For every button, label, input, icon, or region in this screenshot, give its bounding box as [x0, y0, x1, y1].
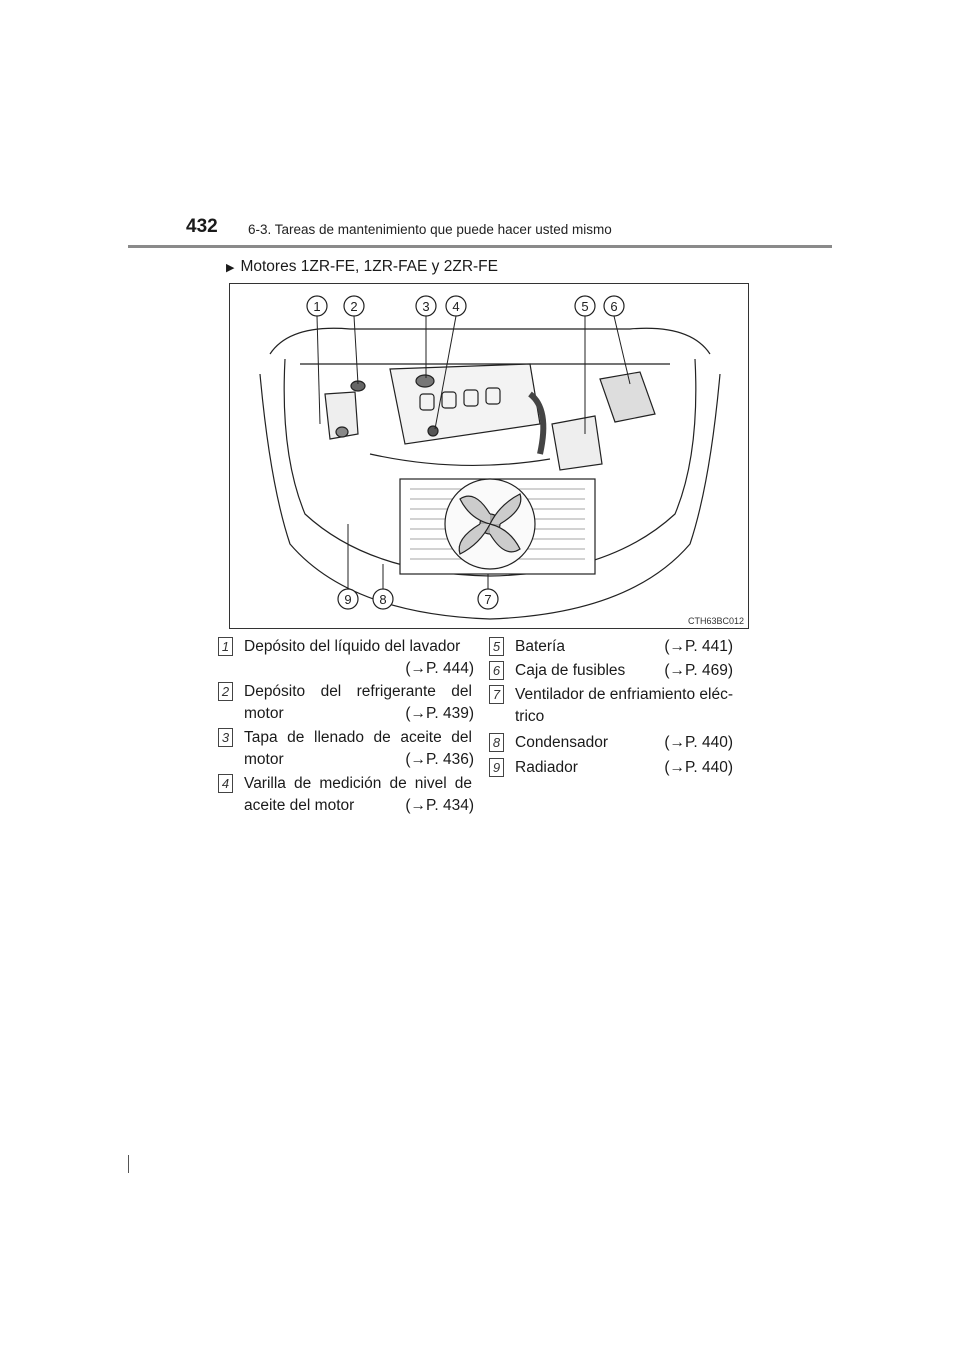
page-ref: (→P. 434): [405, 797, 474, 814]
item-text: Varilla de medición de nivel de aceite d…: [244, 775, 472, 814]
section-title: 6-3. Tareas de mantenimiento que puede h…: [248, 222, 612, 237]
item-number: 3: [218, 728, 233, 747]
oil-dipstick: [427, 425, 439, 437]
item-number: 9: [489, 758, 504, 777]
oil-filler-cap: [415, 374, 435, 388]
callout-7: 7: [484, 592, 491, 607]
list-item: 5 Batería (→P. 441): [489, 636, 733, 658]
callout-5: 5: [581, 299, 588, 314]
list-item: 2 Depósito del refrigerante del motor (→…: [218, 681, 474, 725]
item-number: 1: [218, 637, 233, 656]
callouts-top: [306, 295, 625, 610]
item-text: Depósito del refrigerante del motor: [244, 683, 472, 722]
callout-8: 8: [379, 592, 386, 607]
item-number: 4: [218, 774, 233, 793]
page-ref: (→P. 444): [405, 660, 474, 677]
list-item: 3 Tapa de llenado de aceite del motor (→…: [218, 727, 474, 771]
page-ref: (→P. 439): [405, 705, 474, 722]
page-ref: (→P. 440): [664, 734, 733, 751]
item-number: 7: [489, 685, 504, 704]
list-item: 4 Varilla de medición de nivel de aceite…: [218, 773, 474, 817]
item-number: 6: [489, 661, 504, 680]
margin-mark: [128, 1155, 129, 1173]
figure-code: CTH63BC012: [687, 616, 744, 626]
item-text: Radiador: [515, 759, 578, 776]
item-number: 8: [489, 733, 504, 752]
callout-1: 1: [313, 299, 320, 314]
item-text: Batería: [515, 638, 565, 655]
item-text: Tapa de llenado de aceite del motor: [244, 729, 472, 768]
engine-heading: ▶ Motores 1ZR-FE, 1ZR-FAE y 2ZR-FE: [226, 258, 498, 276]
page-ref: (→P. 440): [664, 759, 733, 776]
callout-2: 2: [350, 299, 357, 314]
list-item: 9 Radiador (→P. 440): [489, 757, 733, 779]
item-text: Ventilador de enfriamiento eléc-trico: [515, 686, 733, 725]
item-number: 2: [218, 682, 233, 701]
triangle-bullet-icon: ▶: [226, 261, 235, 274]
list-item: 7 Ventilador de enfriamiento eléc-trico: [489, 684, 733, 728]
callout-3: 3: [422, 299, 429, 314]
item-text: Condensador: [515, 734, 609, 751]
list-item: 6 Caja de fusibles (→P. 469): [489, 660, 733, 682]
page-ref: (→P. 441): [664, 638, 733, 655]
engine-heading-text: Motores 1ZR-FE, 1ZR-FAE y 2ZR-FE: [240, 258, 498, 275]
list-item: 1 Depósito del líquido del lavador (→P. …: [218, 636, 474, 680]
engine-compartment-figure: 1 2 3 4 5 6 9 8 7 CTH63BC012: [229, 283, 749, 629]
engine-compartment-illustration: 1 2 3 4 5 6 9 8 7: [259, 295, 721, 620]
page-ref: (→P. 469): [664, 662, 733, 679]
page-ref: (→P. 436): [405, 751, 474, 768]
header-rule: [128, 245, 832, 248]
item-text: Depósito del líquido del lavador: [244, 638, 461, 655]
page-number: 432: [186, 216, 218, 237]
list-item: 8 Condensador (→P. 440): [489, 732, 733, 754]
item-text: Caja de fusibles: [515, 662, 626, 679]
callout-4: 4: [452, 299, 459, 314]
callout-9: 9: [344, 592, 351, 607]
engine-cover: [389, 363, 541, 445]
battery: [551, 415, 603, 471]
callout-6: 6: [610, 299, 617, 314]
item-number: 5: [489, 637, 504, 656]
fuse-box: [599, 371, 656, 423]
